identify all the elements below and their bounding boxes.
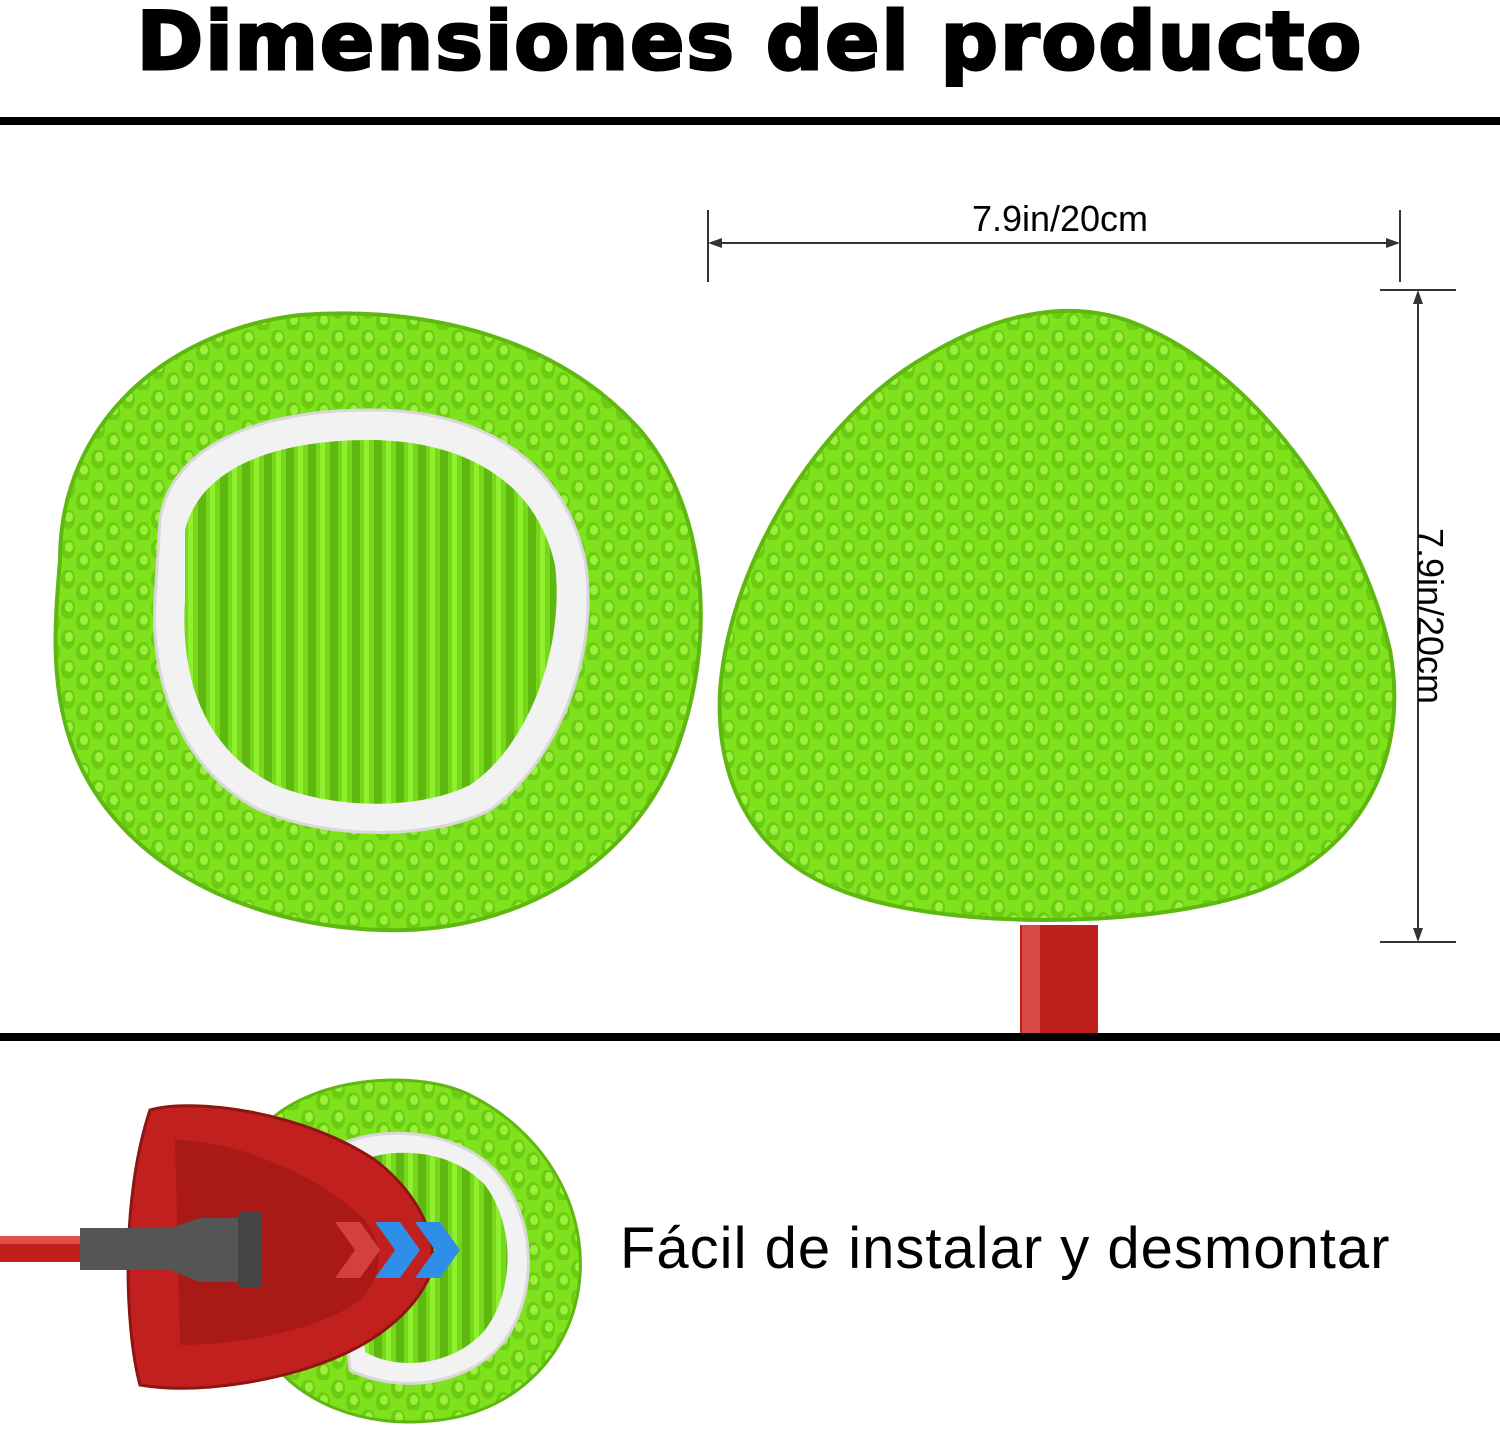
width-dimension-label: 7.9in/20cm	[971, 198, 1149, 239]
height-dimension-line	[1380, 289, 1456, 943]
page-title: Dimensiones del producto	[135, 0, 1364, 88]
installation-illustration	[0, 1078, 582, 1424]
mop-pad-fluffy	[717, 308, 1397, 1033]
install-caption: Fácil de instalar y desmontar	[620, 1216, 1391, 1281]
mop-pad-underside	[53, 311, 703, 933]
height-dimension-label: 7.9in/20cm	[1410, 527, 1451, 705]
top-divider	[0, 117, 1500, 125]
middle-divider	[0, 1033, 1500, 1041]
width-dimension-line	[707, 210, 1401, 282]
